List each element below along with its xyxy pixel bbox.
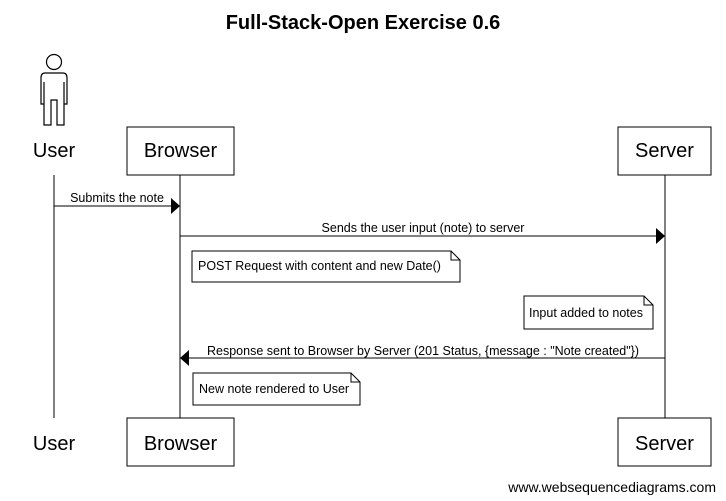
arrowhead-1 — [171, 198, 180, 214]
arrowhead-3 — [180, 350, 189, 366]
message-label-1: Submits the note — [70, 191, 164, 205]
participant-browser-bottom-box — [126, 417, 235, 467]
note-3-text: New note rendered to User — [199, 382, 349, 396]
diagram-title: Full-Stack-Open Exercise 0.6 — [226, 12, 501, 34]
participant-server-top-box — [617, 126, 712, 176]
note-1-text: POST Request with content and new Date() — [198, 259, 441, 273]
participant-server-bottom: Server — [635, 433, 694, 455]
person-icon — [40, 53, 68, 126]
participant-server-bottom-box — [617, 417, 712, 467]
note-2-text: Input added to notes — [529, 306, 643, 320]
arrowhead-2 — [656, 228, 665, 244]
participant-browser-top-box — [126, 126, 235, 176]
note-1-box — [191, 250, 461, 283]
participant-browser-bottom: Browser — [144, 433, 218, 455]
message-label-2: Sends the user input (note) to server — [322, 221, 525, 235]
note-3-box — [192, 372, 361, 406]
participant-server-top: Server — [635, 140, 694, 162]
note-2-box — [523, 295, 654, 330]
participant-user-bottom: User — [33, 433, 76, 455]
footer-watermark: www.websequencediagrams.com — [507, 479, 716, 495]
note-2-fold — [643, 296, 653, 306]
note-3-fold — [350, 373, 360, 383]
participant-browser-top: Browser — [144, 140, 218, 162]
participant-user-top: User — [33, 140, 76, 162]
note-1-fold — [450, 251, 460, 261]
message-label-3: Response sent to Browser by Server (201 … — [207, 344, 639, 358]
